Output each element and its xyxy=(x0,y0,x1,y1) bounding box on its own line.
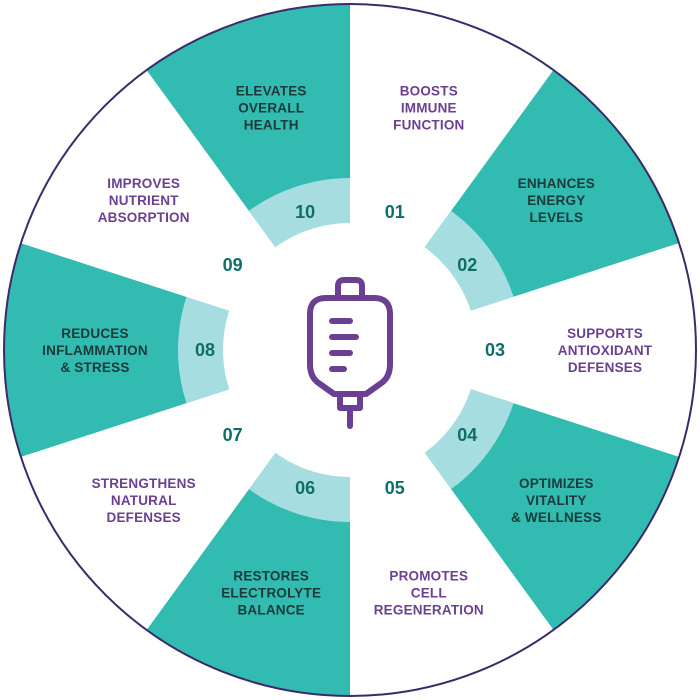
segment-label-line: INFLAMMATION xyxy=(42,343,148,358)
segment-number-07: 07 xyxy=(223,425,243,445)
segment-label-07: STRENGTHENS NATURAL DEFENSES xyxy=(92,476,196,525)
segment-08 xyxy=(3,243,230,457)
segment-01 xyxy=(350,4,554,248)
segment-label-line: ELECTROLYTE xyxy=(221,586,321,601)
segment-label-line: FUNCTION xyxy=(393,117,464,132)
segment-label-03: SUPPORTS ANTIOXIDANT DEFENSES xyxy=(558,326,653,375)
segment-label-line: BALANCE xyxy=(237,603,304,618)
segment-label-line: HEALTH xyxy=(244,117,299,132)
labels-layer: BOOSTS IMMUNE FUNCTION ENHANCES ENERGY LEVELS… xyxy=(42,83,653,618)
segment-label-line: ANTIOXIDANT xyxy=(558,343,653,358)
segment-number-06: 06 xyxy=(295,478,315,498)
segment-number-10: 10 xyxy=(295,202,315,222)
segment-label-05: PROMOTES CELL REGENERATION xyxy=(374,569,484,618)
segment-label-line: REDUCES xyxy=(61,326,128,341)
iv-bag-body xyxy=(307,295,393,397)
segment-band-04 xyxy=(424,389,514,490)
segment-label-09: IMPROVES NUTRIENT ABSORPTION xyxy=(98,176,190,225)
segment-number-05: 05 xyxy=(385,478,405,498)
segment-07 xyxy=(20,389,276,630)
segment-label-08: REDUCES INFLAMMATION & STRESS xyxy=(42,326,148,375)
segment-label-line: RESTORES xyxy=(233,569,309,584)
segment-label-06: RESTORES ELECTROLYTE BALANCE xyxy=(221,569,321,618)
segment-label-line: IMPROVES xyxy=(107,176,180,191)
segment-label-line: NUTRIENT xyxy=(109,193,179,208)
iv-bag-icon xyxy=(307,277,393,429)
segment-number-09: 09 xyxy=(223,255,243,275)
segment-label-line: DEFENSES xyxy=(568,360,642,375)
segment-03 xyxy=(470,243,696,457)
numbers-layer: 01 02 03 04 05 06 07 08 09 10 xyxy=(195,202,505,498)
segment-label-line: STRENGTHENS xyxy=(92,476,196,491)
segment-label-line: OVERALL xyxy=(238,100,304,115)
segment-label-line: BOOSTS xyxy=(400,83,458,98)
segment-label-line: ENERGY xyxy=(527,193,585,208)
segment-label-line: REGENERATION xyxy=(374,603,484,618)
segment-band-08 xyxy=(178,296,230,404)
segment-band-06 xyxy=(248,452,350,522)
segment-09 xyxy=(20,70,276,311)
segment-label-04: OPTIMIZES VITALITY & WELLNESS xyxy=(511,476,602,525)
segment-label-line: VITALITY xyxy=(526,493,587,508)
segment-label-line: OPTIMIZES xyxy=(519,476,594,491)
segment-label-line: DEFENSES xyxy=(107,510,181,525)
segment-number-03: 03 xyxy=(485,340,505,360)
segment-label-line: & WELLNESS xyxy=(511,510,602,525)
segment-label-line: PROMOTES xyxy=(389,569,468,584)
segment-label-02: ENHANCES ENERGY LEVELS xyxy=(518,176,595,225)
segment-label-line: CELL xyxy=(411,586,447,601)
segment-label-line: SUPPORTS xyxy=(567,326,643,341)
segment-label-line: ABSORPTION xyxy=(98,210,190,225)
segment-label-line: NATURAL xyxy=(111,493,177,508)
iv-bag-hanger xyxy=(335,277,365,301)
segment-05 xyxy=(350,452,554,696)
segment-band-10 xyxy=(248,178,350,248)
segments-layer xyxy=(3,4,696,696)
segment-number-04: 04 xyxy=(457,425,477,445)
segment-number-08: 08 xyxy=(195,340,215,360)
segment-label-line: LEVELS xyxy=(529,210,583,225)
segment-label-10: ELEVATES OVERALL HEALTH xyxy=(236,83,307,132)
segment-label-line: & STRESS xyxy=(60,360,129,375)
segment-number-01: 01 xyxy=(385,202,405,222)
segment-label-line: ELEVATES xyxy=(236,83,307,98)
segment-band-02 xyxy=(424,210,514,311)
segment-number-02: 02 xyxy=(457,255,477,275)
segment-label-01: BOOSTS IMMUNE FUNCTION xyxy=(393,83,464,132)
segment-label-line: IMMUNE xyxy=(401,100,457,115)
outer-ring xyxy=(3,3,697,697)
segment-label-line: ENHANCES xyxy=(518,176,595,191)
